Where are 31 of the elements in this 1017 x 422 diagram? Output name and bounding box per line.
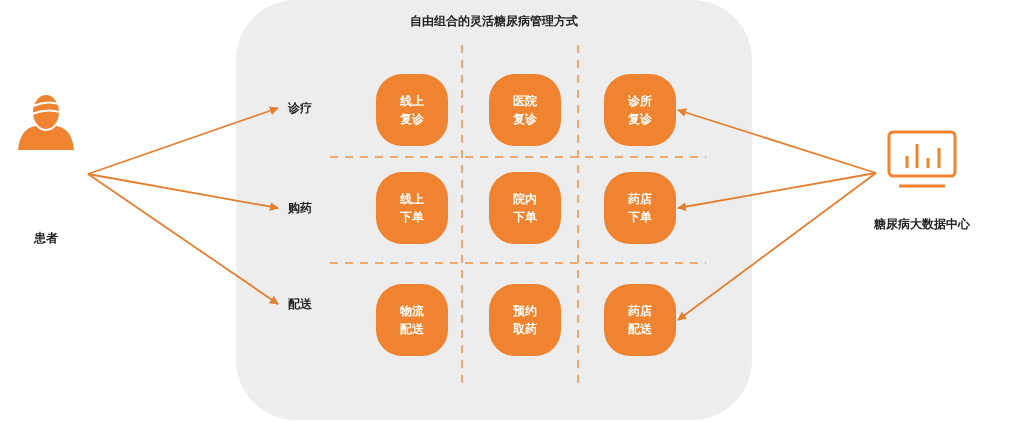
service-text: 线上下单 xyxy=(399,191,425,226)
service-text: 线上复诊 xyxy=(399,93,425,128)
arrow xyxy=(87,173,279,305)
panel-background xyxy=(236,0,752,420)
service-text: 预约取药 xyxy=(512,303,538,338)
panel-heading: 自由组合的灵活糖尿病管理方式 xyxy=(409,13,579,30)
service-text: 诊所复诊 xyxy=(627,93,653,128)
service-box xyxy=(604,74,676,146)
service-text: 物流配送 xyxy=(399,303,425,338)
arrow xyxy=(677,108,877,174)
service-text: 药店下单 xyxy=(627,191,653,226)
row-label: 配送 xyxy=(280,294,320,314)
service-box xyxy=(376,74,448,146)
node-label: 患者 xyxy=(33,230,59,247)
service-text: 院内下单 xyxy=(512,191,538,226)
arrow xyxy=(677,172,877,211)
service-text: 医院复诊 xyxy=(512,93,538,128)
service-box xyxy=(489,74,561,146)
service-box xyxy=(604,172,676,244)
node-label: 糖尿病大数据中心 xyxy=(873,216,971,233)
arrow xyxy=(677,172,877,321)
arrow xyxy=(87,106,279,175)
arrow xyxy=(87,173,279,211)
service-box xyxy=(376,172,448,244)
row-label: 购药 xyxy=(280,198,320,218)
service-box xyxy=(376,284,448,356)
service-box xyxy=(489,172,561,244)
service-box xyxy=(489,284,561,356)
service-box xyxy=(604,284,676,356)
service-text: 药店配送 xyxy=(627,303,653,338)
row-label: 诊疗 xyxy=(280,98,320,118)
